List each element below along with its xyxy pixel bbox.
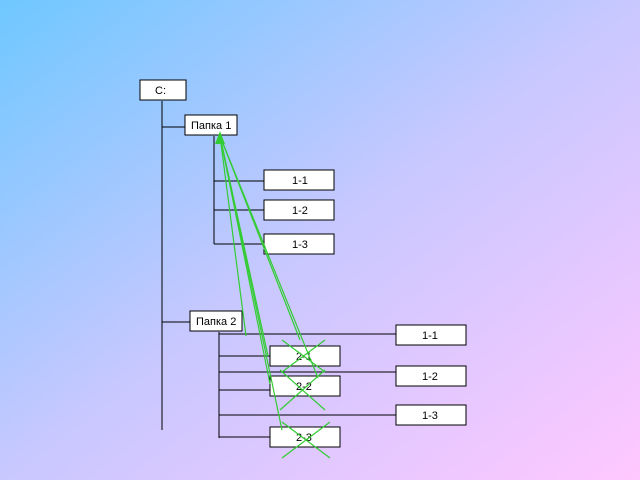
folder2-child-node[interactable]: 1-3 — [395, 404, 467, 426]
root-label: C: — [155, 85, 166, 97]
folder2-child-label: 1-1 — [422, 330, 438, 342]
folder1-label: Папка 1 — [191, 120, 231, 132]
folder1-child-node[interactable]: 1-1 — [263, 169, 335, 191]
removed-node[interactable]: 2-1 — [269, 345, 341, 367]
folder1-child-label: 1-2 — [292, 205, 308, 217]
folder2-child-label: 1-2 — [422, 371, 438, 383]
folder1-child-label: 1-3 — [292, 239, 308, 251]
folder2-child-label: 1-3 — [422, 410, 438, 422]
removed-node[interactable]: 2-2 — [269, 375, 341, 397]
folder2-node[interactable]: Папка 2 — [189, 310, 243, 332]
folder1-child-label: 1-1 — [292, 175, 308, 187]
tree-lines — [161, 101, 396, 438]
arrow-head-icon — [215, 131, 225, 144]
move-arrows — [219, 135, 319, 431]
folder1-child-node[interactable]: 1-2 — [263, 199, 335, 221]
folder1-node[interactable]: Папка 1 — [184, 114, 238, 136]
folder2-label: Папка 2 — [196, 316, 236, 328]
folder2-child-node[interactable]: 1-2 — [395, 365, 467, 387]
folder2-child-node[interactable]: 1-1 — [395, 324, 467, 346]
root-node[interactable]: C: — [139, 79, 187, 101]
removed-node-label: 2-2 — [296, 381, 312, 393]
removed-node[interactable]: 2-3 — [269, 426, 341, 448]
folder1-child-node[interactable]: 1-3 — [263, 233, 335, 255]
